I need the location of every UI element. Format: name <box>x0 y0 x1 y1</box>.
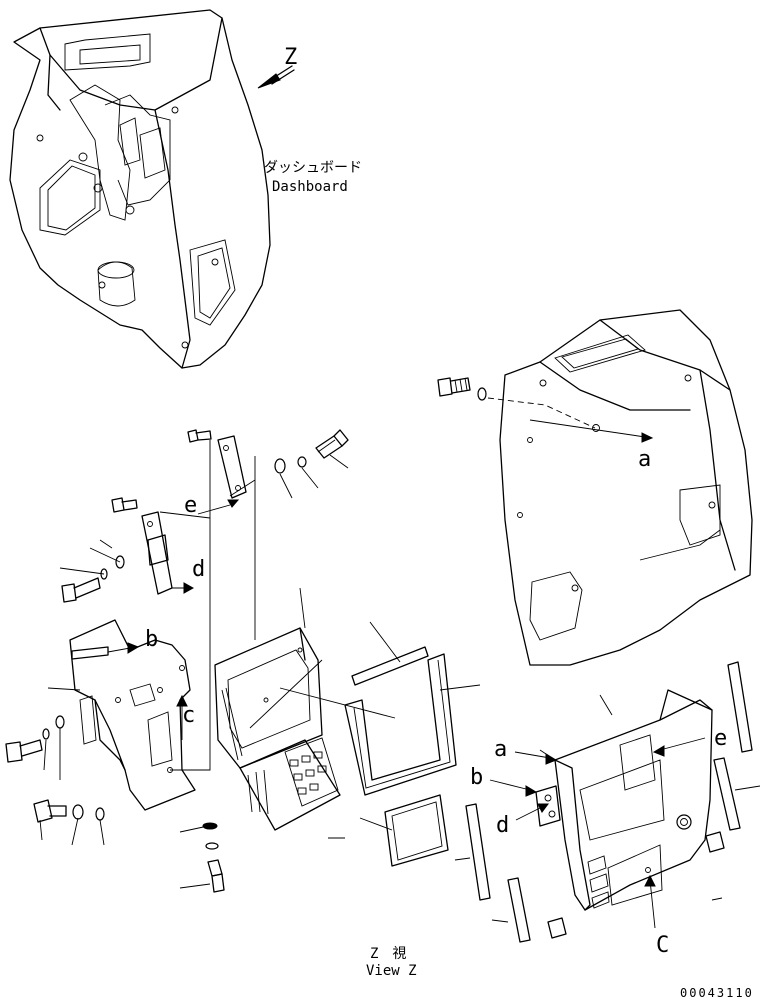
callout-c-right: C <box>656 933 669 958</box>
cover-panel <box>499 309 753 666</box>
bolt-d <box>61 577 101 603</box>
view-z-jp-label: Z 視 <box>370 946 406 962</box>
view-z-en-label: View Z <box>366 963 417 979</box>
callout-a-right: a <box>494 737 507 762</box>
gasket-small <box>328 794 449 867</box>
view-z-panel <box>535 689 713 911</box>
callout-b-left: b <box>145 627 158 652</box>
bracket-d: d <box>111 497 211 595</box>
bracket-e: e <box>184 429 256 640</box>
bushing-2 <box>547 917 567 939</box>
bolt-right <box>315 429 349 459</box>
bolt-bottom <box>207 859 225 893</box>
mounting-bracket: b c <box>69 520 211 811</box>
bolt-main-upper <box>5 739 43 763</box>
spring-washer <box>42 728 50 740</box>
callout-c-left: c <box>182 703 195 728</box>
callout-e-left: e <box>184 493 197 518</box>
callout-b-right: b <box>470 765 483 790</box>
bolt-main-lower <box>33 799 67 823</box>
callout-e-right: e <box>714 726 727 751</box>
dashboard-jp-label: ダッシュボード <box>264 160 362 176</box>
callout-d-left: d <box>192 557 205 582</box>
callout-d-right: d <box>496 813 509 838</box>
seal-strip <box>351 621 429 686</box>
z-marker-label: Z <box>284 45 297 70</box>
dashboard-en-label: Dashboard <box>272 179 348 195</box>
dashboard-housing <box>9 9 271 369</box>
rod-3 <box>465 803 491 901</box>
washer <box>72 804 84 820</box>
rod-2 <box>713 757 741 831</box>
washer <box>55 715 65 729</box>
monitor-unit <box>214 587 396 831</box>
cover-bolt: a <box>437 377 654 472</box>
callout-a-top: a <box>638 447 651 472</box>
nut <box>202 822 218 830</box>
rod-1 <box>727 661 753 753</box>
drawing-number: 00043110 <box>680 986 754 1000</box>
spring-washer <box>297 456 307 468</box>
rod-4 <box>507 877 531 943</box>
bushing-1 <box>705 831 725 853</box>
washer <box>95 807 105 821</box>
view-z-arrow: Z <box>257 45 297 89</box>
washer <box>205 842 219 850</box>
washer <box>274 458 286 474</box>
gasket-frame <box>344 653 481 796</box>
